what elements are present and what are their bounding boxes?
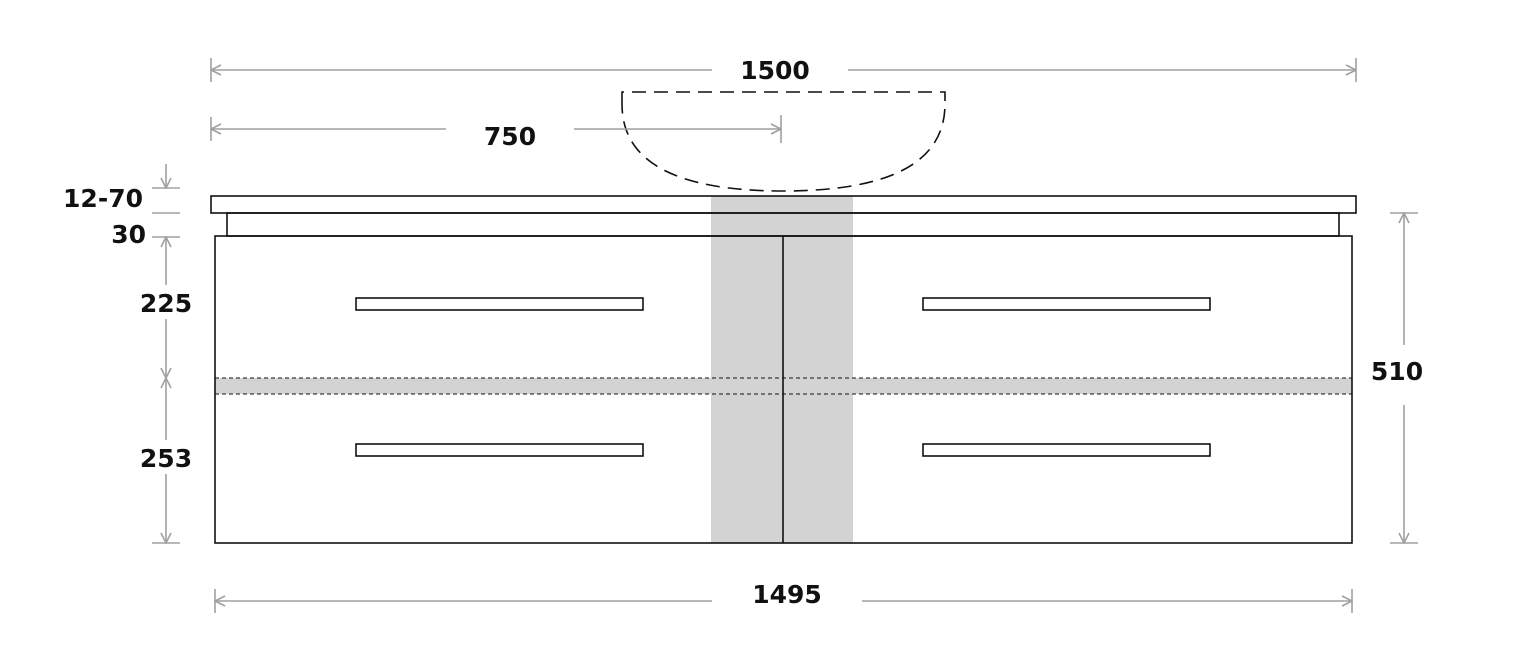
drawer-handle: [355, 443, 644, 457]
dim-basin-center: 750: [211, 115, 781, 151]
dim-label: 253: [140, 444, 192, 473]
dim-cabinet-width: 1495: [215, 580, 1352, 613]
dim-left-heights: 12-70 30 225 253: [63, 164, 197, 543]
dim-label: 30: [111, 220, 146, 249]
dim-overall-width: 1500: [211, 56, 1356, 85]
center-shade-band: [711, 196, 853, 543]
drawer-handle: [355, 297, 644, 311]
basin-outline: [621, 91, 946, 192]
drawer-handle: [922, 297, 1211, 311]
dim-label: 1495: [752, 580, 822, 609]
dim-label: 12-70: [63, 184, 143, 213]
dim-label: 225: [140, 289, 192, 318]
dim-label: 1500: [740, 56, 810, 85]
dim-total-height: 510: [1371, 213, 1423, 543]
dim-label: 510: [1371, 357, 1423, 386]
dim-label: 750: [484, 122, 536, 151]
drawer-handle: [922, 443, 1211, 457]
